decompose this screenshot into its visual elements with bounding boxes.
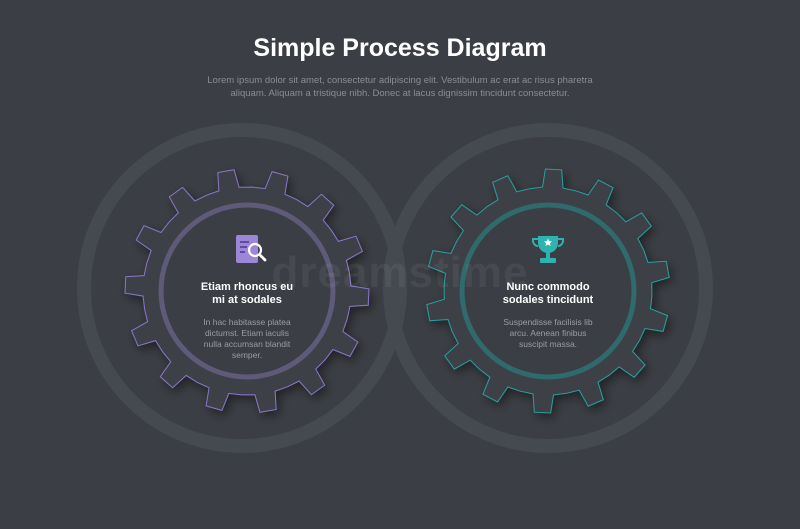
step-heading-line: mi at sodales (212, 294, 282, 306)
step-heading-line: Nunc commodo (506, 281, 590, 293)
page-subtitle: Lorem ipsum dolor sit amet, consectetur … (207, 75, 593, 99)
step-heading: Nunc commodo sodales tincidunt (478, 281, 618, 307)
outer-ring-right (383, 123, 713, 453)
step-card-right: Nunc commodo sodales tincidunt Suspendis… (478, 281, 618, 350)
outer-ring-left (77, 123, 407, 453)
watermark: dreamstime (271, 248, 529, 297)
step-description-line: arcu. Aenean finibus (509, 328, 587, 338)
step-heading-line: Etiam rhoncus eu (200, 281, 294, 293)
step-description: Suspendisse facilisis lib arcu. Aenean f… (478, 317, 618, 350)
page-title: Simple Process Diagram (253, 34, 547, 62)
step-description: In hac habitasse platea dictumst. Etiam … (177, 317, 317, 361)
step-description-line: semper. (231, 350, 263, 360)
step-description-line: Suspendisse facilisis lib (503, 317, 593, 327)
step-description-line: nulla accumsan blandit (203, 339, 291, 349)
step-heading-line: sodales tincidunt (502, 294, 594, 306)
step-description-line: In hac habitasse platea (203, 317, 291, 327)
document-search-icon (236, 235, 267, 263)
inner-ring-left (158, 202, 336, 380)
inner-ring-right (459, 202, 637, 380)
trophy-icon (531, 236, 565, 263)
step-heading: Etiam rhoncus eu mi at sodales (177, 281, 317, 307)
step-description-line: dictumst. Etiam iaculis (204, 328, 290, 338)
step-description-line: suscipit massa. (518, 339, 578, 349)
step-card-left: Etiam rhoncus eu mi at sodales In hac ha… (177, 281, 317, 361)
